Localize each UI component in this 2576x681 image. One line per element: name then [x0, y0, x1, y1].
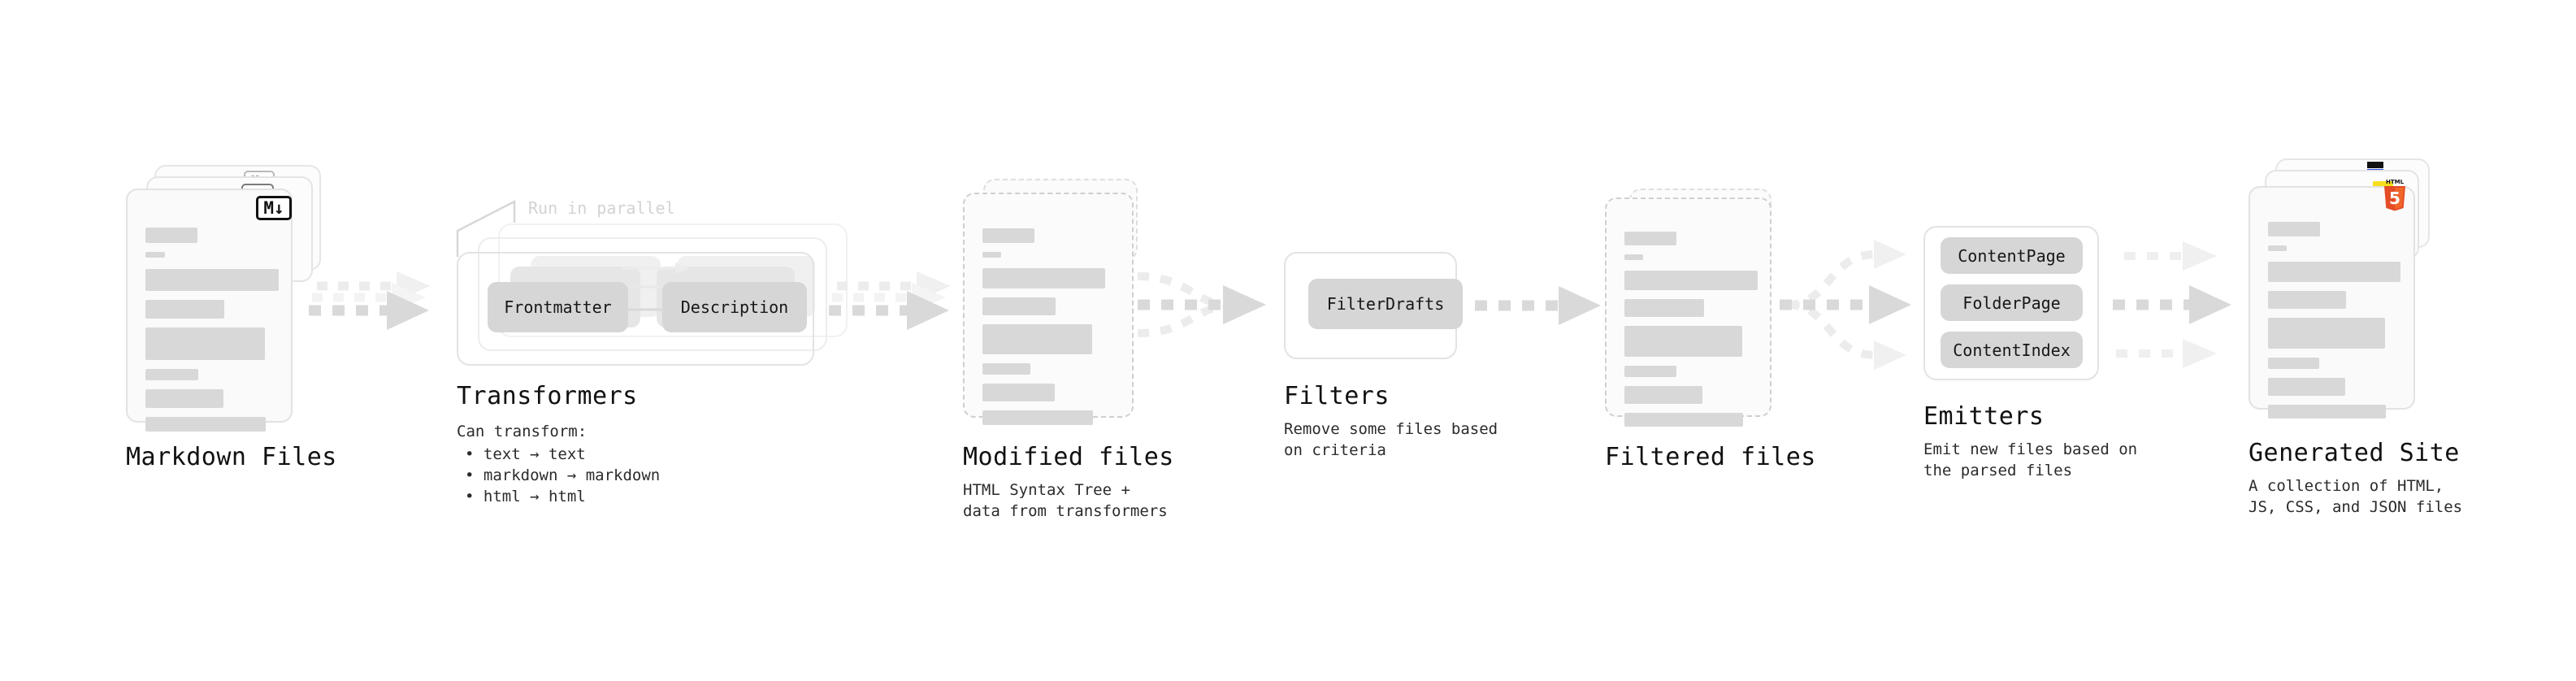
- filter-pill-filterdrafts[interactable]: FilterDrafts: [1308, 279, 1463, 329]
- transformer-group-mid: [478, 237, 827, 351]
- content-bar: [1624, 232, 1676, 245]
- content-bar: [145, 417, 266, 432]
- content-bar: [1624, 366, 1676, 377]
- arrow-filtered-to-emitters: [1780, 240, 1911, 370]
- bullet-item: • html → html: [465, 488, 586, 505]
- emitter-pill-contentindex[interactable]: ContentIndex: [1941, 332, 2083, 368]
- content-bar: [1624, 271, 1758, 290]
- filtered-file-content: [1624, 232, 1758, 436]
- content-bar: [2268, 405, 2386, 419]
- content-bar: [982, 228, 1034, 243]
- modified-file-content: [982, 228, 1114, 434]
- stage-title-filtered-files: Filtered files: [1605, 443, 1816, 471]
- content-bar: [145, 269, 279, 291]
- transformers-bullets: • text → text • markdown → markdown • ht…: [465, 444, 660, 507]
- markdown-file-sheet-front: [126, 189, 293, 432]
- content-bar: [145, 369, 198, 380]
- content-bar: [982, 252, 1001, 258]
- markdown-file-content: [145, 228, 279, 440]
- content-bar: [982, 324, 1092, 354]
- content-bar: [2268, 358, 2319, 369]
- content-bar: [1624, 299, 1704, 317]
- transformers-subtitle: Can transform:: [457, 423, 588, 440]
- stage-title-modified-files: Modified files: [963, 443, 1174, 471]
- content-bar: [1624, 386, 1702, 404]
- content-bar: [1624, 254, 1643, 260]
- bullet-item: • markdown → markdown: [465, 466, 661, 484]
- content-bar: [145, 389, 223, 408]
- content-bar: [145, 252, 165, 258]
- content-bar: [982, 268, 1105, 288]
- content-bar: [982, 363, 1030, 375]
- content-bar: [982, 384, 1055, 401]
- content-bar: [2268, 262, 2400, 282]
- stage-title-emitters: Emitters: [1923, 402, 2045, 431]
- html5-icon: HTML 5: [2384, 179, 2405, 211]
- svg-text:5: 5: [2389, 189, 2400, 208]
- arrow-modified-to-filters: [1137, 272, 1266, 337]
- content-bar: [145, 228, 197, 243]
- arrow-filters-to-filtered: [1475, 286, 1601, 325]
- transformer-group-front: [457, 252, 814, 366]
- transformer-pill-description[interactable]: Description: [662, 282, 807, 332]
- bullet-item: • text → text: [465, 445, 586, 463]
- stage-title-transformers: Transformers: [457, 382, 638, 410]
- run-in-parallel-label: Run in parallel: [528, 198, 675, 218]
- site-file-content: [2268, 222, 2400, 427]
- generated-site-subtitle: A collection of HTML, JS, CSS, and JSON …: [2249, 477, 2463, 516]
- content-bar: [1624, 326, 1742, 357]
- transformer-group-back: [498, 223, 848, 337]
- transformer-pill-frontmatter[interactable]: Frontmatter: [488, 282, 628, 332]
- content-bar: [145, 300, 224, 319]
- content-bar: [982, 297, 1056, 315]
- content-bar: [2268, 245, 2287, 251]
- stage-title-markdown-files: Markdown Files: [126, 443, 337, 471]
- content-bar: [2268, 222, 2320, 236]
- filters-subtitle: Remove some files based on criteria: [1284, 420, 1498, 459]
- stage-title-generated-site: Generated Site: [2249, 439, 2460, 467]
- filtered-file-sheet-front: [1605, 197, 1772, 427]
- stage-title-filters: Filters: [1284, 382, 1390, 410]
- content-bar: [2268, 318, 2385, 349]
- arrow-markdown-to-transformers: [309, 271, 431, 330]
- emitter-pill-contentpage[interactable]: ContentPage: [1941, 237, 2083, 274]
- modified-file-sheet-front: [963, 193, 1134, 425]
- arrow-emitters-to-site: [2113, 241, 2231, 368]
- svg-text:HTML: HTML: [2386, 179, 2405, 185]
- site-file-sheet-front: [2249, 186, 2415, 419]
- emitters-subtitle: Emit new files based on the parsed files: [1923, 440, 2138, 479]
- markdown-icon: M↓: [256, 196, 292, 220]
- content-bar: [2268, 378, 2345, 396]
- content-bar: [982, 410, 1093, 425]
- modified-files-subtitle: HTML Syntax Tree + data from transformer…: [963, 481, 1168, 520]
- content-bar: [145, 327, 265, 360]
- arrow-transformers-to-modified: [829, 271, 951, 330]
- run-in-parallel-bracket: [456, 199, 516, 257]
- content-bar: [2268, 291, 2346, 309]
- content-bar: [1624, 413, 1743, 427]
- emitter-pill-folderpage[interactable]: FolderPage: [1941, 284, 2083, 321]
